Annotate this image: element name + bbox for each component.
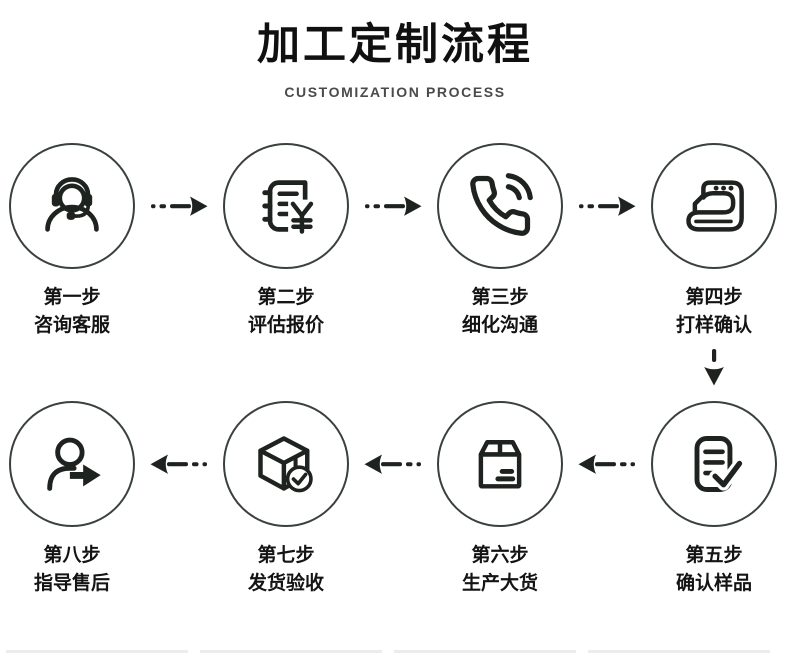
next-section-card-edge	[394, 650, 576, 653]
page-title: 加工定制流程	[257, 21, 533, 69]
flow-arrow-left-1	[578, 454, 635, 474]
step-4-number: 第四步	[685, 287, 743, 308]
flow-arrow-right-1	[151, 196, 208, 216]
phone-call-icon	[470, 173, 533, 236]
step-2-label: 评估报价	[247, 314, 324, 336]
step-7-number: 第七步	[257, 545, 315, 566]
flow-arrow-right-3	[579, 196, 636, 216]
step-3-label: 细化沟通	[461, 314, 538, 336]
step-4-label: 打样确认	[675, 314, 752, 336]
step-8-circle	[9, 401, 135, 527]
step-8-number: 第八步	[43, 545, 101, 566]
step-2: 第二步 评估报价	[211, 143, 361, 339]
carton-box-icon	[478, 439, 522, 489]
step-8: 第八步 指导售后	[0, 401, 147, 597]
step-4: 第四步 打样确认	[639, 143, 789, 339]
step-5-number: 第五步	[685, 545, 743, 566]
page-subtitle: CUSTOMIZATION PROCESS	[284, 84, 506, 100]
flow-arrow-right-2	[365, 196, 422, 216]
quotation-notebook-icon	[262, 180, 316, 234]
next-section-card-edge	[6, 650, 188, 653]
step-2-number: 第二步	[257, 287, 315, 308]
step-5-circle	[651, 401, 777, 527]
after-sales-person-icon	[47, 437, 101, 491]
step-7-circle	[223, 401, 349, 527]
step-5: 第五步 确认样品	[639, 401, 789, 597]
step-1-number: 第一步	[43, 287, 101, 308]
flow-arrow-left-3	[150, 454, 207, 474]
step-8-label: 指导售后	[33, 572, 110, 594]
step-6: 第六步 生产大货	[425, 401, 575, 597]
step-4-circle	[651, 143, 777, 269]
step-1-label: 咨询客服	[33, 314, 110, 336]
step-3-circle	[437, 143, 563, 269]
step-7-label: 发货验收	[247, 572, 324, 594]
package-check-icon	[258, 436, 313, 493]
step-5-label: 确认样品	[675, 572, 752, 594]
next-section-card-edge	[588, 650, 770, 653]
step-6-label: 生产大货	[461, 572, 538, 594]
step-7: 第七步 发货验收	[211, 401, 361, 597]
step-1: 第一步 咨询客服	[0, 143, 147, 339]
customer-service-icon	[45, 177, 99, 232]
sample-checklist-icon	[694, 436, 746, 492]
sewing-machine-icon	[686, 180, 744, 232]
step-3: 第三步 细化沟通	[425, 143, 575, 339]
step-1-circle	[9, 143, 135, 269]
next-section-card-edge	[200, 650, 382, 653]
flow-arrow-left-2	[364, 454, 421, 474]
flow-arrow-down	[704, 349, 724, 386]
step-2-circle	[223, 143, 349, 269]
step-6-number: 第六步	[471, 545, 529, 566]
step-6-circle	[437, 401, 563, 527]
step-3-number: 第三步	[471, 287, 529, 308]
